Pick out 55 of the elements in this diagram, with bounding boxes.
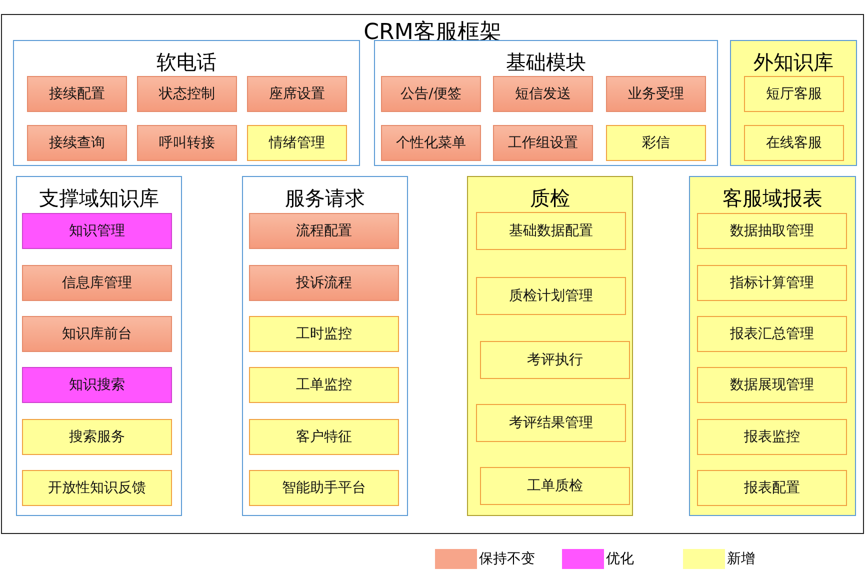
function-box: 接续配置 xyxy=(27,76,127,112)
function-box: 搜索服务 xyxy=(22,419,172,455)
function-box: 报表配置 xyxy=(697,470,847,506)
panel-heading: 基础模块 xyxy=(505,49,587,76)
framework-frame xyxy=(1,14,864,534)
legend-label: 新增 xyxy=(727,550,755,568)
function-box: 信息库管理 xyxy=(22,265,172,301)
panel-heading: 质检 xyxy=(529,185,571,212)
function-box: 数据展现管理 xyxy=(697,367,847,403)
function-box: 客户特征 xyxy=(249,419,399,455)
function-box: 座席设置 xyxy=(247,76,347,112)
module-panel xyxy=(374,40,718,166)
function-box: 基础数据配置 xyxy=(476,212,626,250)
function-box: 质检计划管理 xyxy=(476,277,626,315)
function-box: 工单质检 xyxy=(480,467,630,505)
module-panel xyxy=(730,40,857,166)
panel-heading: 服务请求 xyxy=(284,185,366,212)
function-box: 工作组设置 xyxy=(493,125,593,161)
function-box: 个性化菜单 xyxy=(381,125,481,161)
function-box: 公告/便签 xyxy=(381,76,481,112)
function-box: 投诉流程 xyxy=(249,265,399,301)
function-box: 业务受理 xyxy=(606,76,706,112)
function-box: 接续查询 xyxy=(27,125,127,161)
module-panel xyxy=(16,176,182,516)
function-box: 呼叫转接 xyxy=(137,125,237,161)
panel-heading: 外知识库 xyxy=(752,49,834,76)
function-box: 工单监控 xyxy=(249,367,399,403)
function-box: 状态控制 xyxy=(137,76,237,112)
panel-heading: 客服域报表 xyxy=(722,185,824,212)
function-box: 在线客服 xyxy=(744,125,844,161)
legend-label: 保持不变 xyxy=(479,550,535,568)
function-box: 指标计算管理 xyxy=(697,265,847,301)
function-box: 情绪管理 xyxy=(247,125,347,161)
function-box: 工时监控 xyxy=(249,316,399,352)
panel-heading: 支撑域知识库 xyxy=(38,185,160,212)
function-box: 考评结果管理 xyxy=(476,404,626,442)
function-box: 开放性知识反馈 xyxy=(22,470,172,506)
module-panel xyxy=(689,176,856,516)
function-box: 流程配置 xyxy=(249,213,399,249)
function-box: 彩信 xyxy=(606,125,706,161)
module-panel xyxy=(467,176,633,516)
function-box: 短信发送 xyxy=(493,76,593,112)
module-panel xyxy=(242,176,408,516)
function-box: 知识管理 xyxy=(22,213,172,249)
function-box: 知识搜索 xyxy=(22,367,172,403)
function-box: 报表监控 xyxy=(697,419,847,455)
function-box: 报表汇总管理 xyxy=(697,316,847,352)
function-box: 考评执行 xyxy=(480,341,630,379)
module-panel xyxy=(13,40,360,166)
legend-label: 优化 xyxy=(606,550,634,568)
function-box: 短厅客服 xyxy=(744,76,844,112)
function-box: 数据抽取管理 xyxy=(697,213,847,249)
panel-heading: 软电话 xyxy=(156,49,218,76)
function-box: 智能助手平台 xyxy=(249,470,399,506)
function-box: 知识库前台 xyxy=(22,316,172,352)
